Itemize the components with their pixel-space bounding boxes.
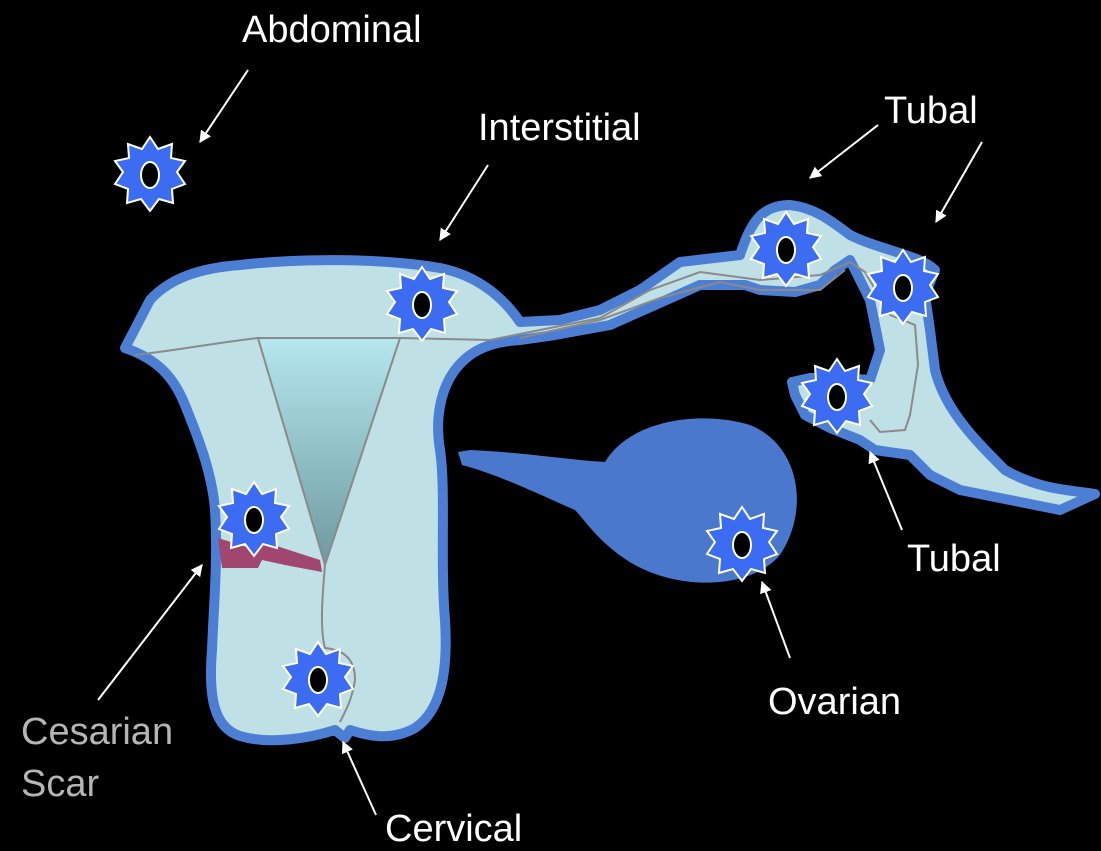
arrow-tubal-bottom: [870, 452, 902, 530]
arrow-tubal-top-right: [936, 142, 982, 222]
arrow-abdominal: [200, 70, 248, 142]
arrow-cesarian: [98, 565, 202, 700]
arrow-tubal-top-left: [810, 125, 878, 178]
implant-abdominal-icon: [115, 137, 185, 211]
label-tubal-top: Tubal: [884, 89, 978, 133]
arrow-cervical: [343, 742, 376, 815]
label-abdominal: Abdominal: [242, 8, 422, 52]
label-cervical: Cervical: [385, 807, 522, 851]
arrow-ovarian: [762, 582, 790, 658]
label-cesarian-line1: Cesarian: [21, 710, 173, 754]
label-interstitial: Interstitial: [478, 106, 641, 150]
label-cesarian-line2: Scar: [21, 762, 99, 806]
label-ovarian: Ovarian: [768, 680, 901, 724]
label-tubal-bottom: Tubal: [907, 537, 1001, 581]
arrow-interstitial: [440, 165, 488, 240]
